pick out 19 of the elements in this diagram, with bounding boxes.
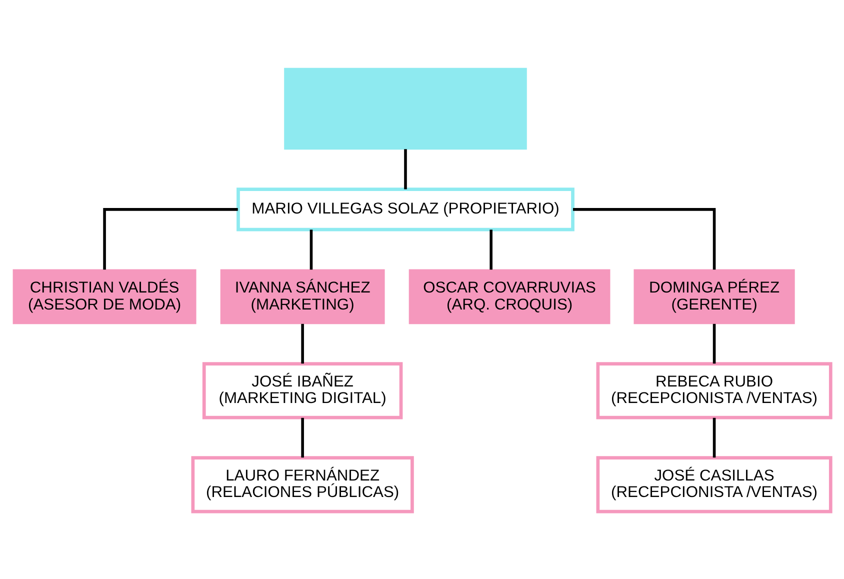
node-box: DOMINGA PÉREZ (GERENTE) <box>634 268 795 324</box>
node-box: LAURO FERNÁNDEZ (RELACIONES PÚBLICAS) <box>191 456 414 513</box>
connector <box>404 148 407 189</box>
connector <box>310 229 313 270</box>
connector <box>301 417 304 458</box>
node-box <box>284 67 527 150</box>
connector <box>573 208 716 270</box>
connector <box>103 208 238 270</box>
node-box: MARIO VILLEGAS SOLAZ (PROPIETARIO) <box>236 187 574 231</box>
connector <box>712 417 716 458</box>
node-box: CHRISTIAN VALDÉS (ASESOR DE MODA) <box>12 268 196 324</box>
node-box: JOSÉ IBAÑEZ (MARKETING DIGITAL) <box>202 362 403 419</box>
connector <box>712 323 716 364</box>
connector <box>301 323 304 364</box>
connector <box>490 229 492 270</box>
node-box: REBECA RUBIO (RECEPCIONISTA /VENTAS) <box>596 362 832 419</box>
node-box: JOSÉ CASILLAS (RECEPCIONISTA /VENTAS) <box>596 456 832 513</box>
node-box: IVANNA SÁNCHEZ (MARKETING) <box>220 268 385 324</box>
node-box: OSCAR COVARRUVIAS (ARQ. CROQUIS) <box>408 268 610 324</box>
